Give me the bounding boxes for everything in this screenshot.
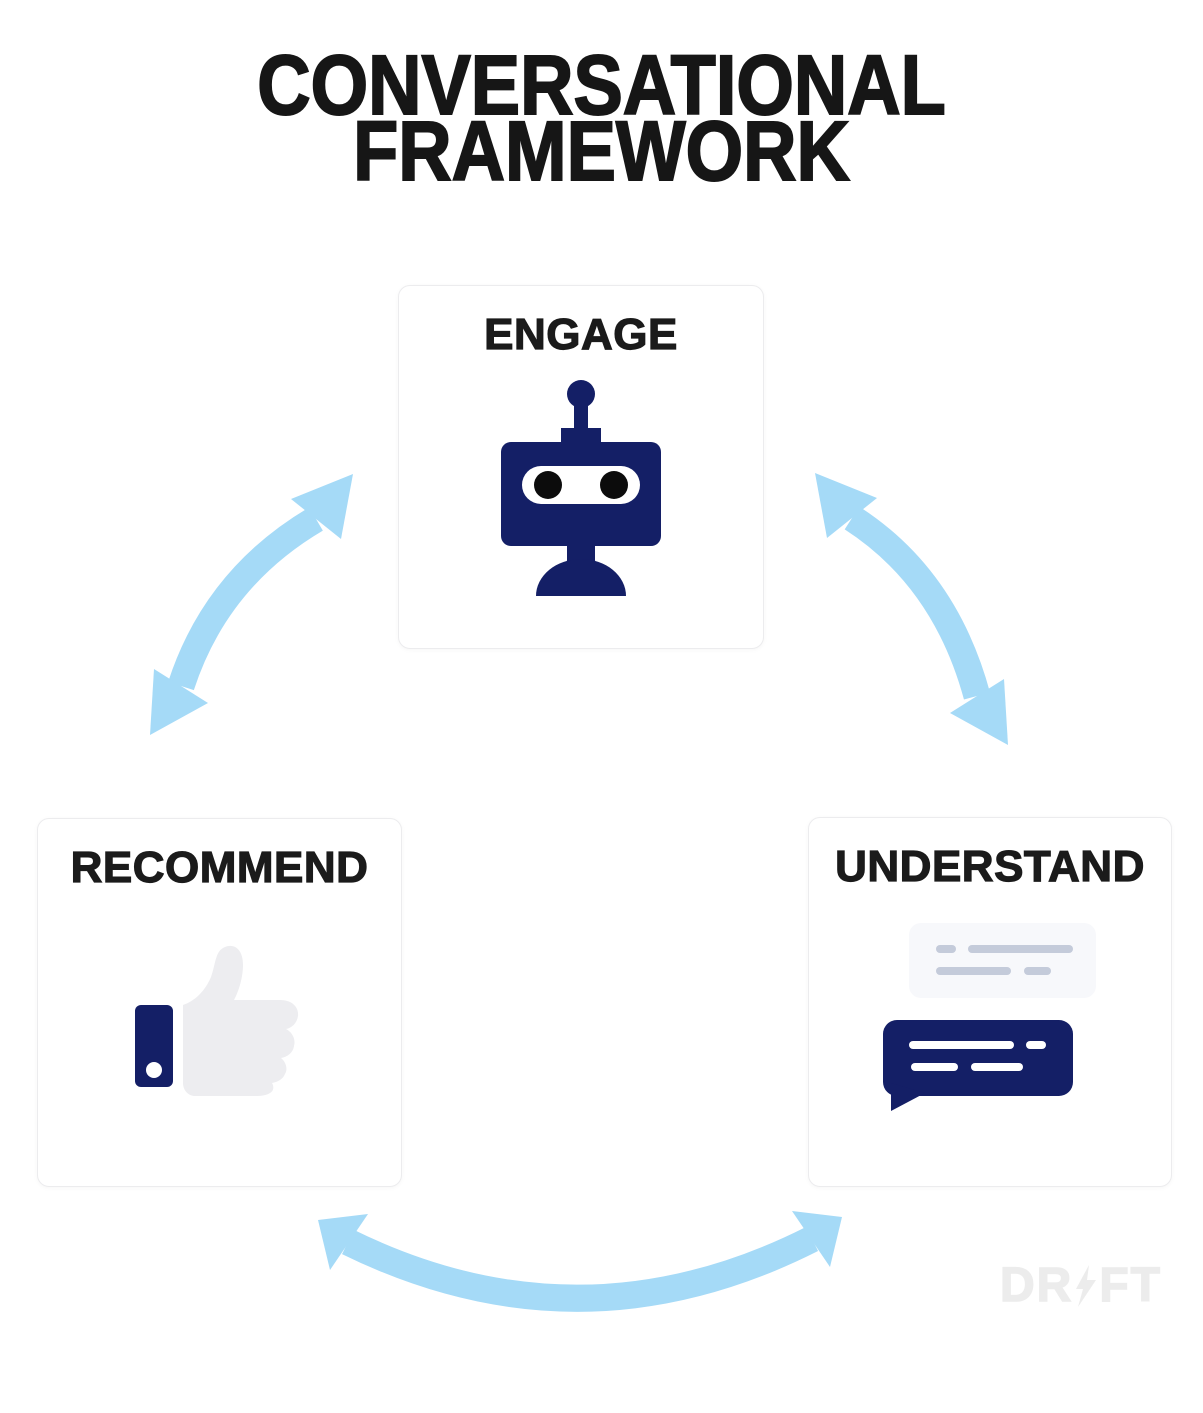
page-title: CONVERSATIONAL FRAMEWORK — [0, 38, 1203, 198]
drift-logo-ft: FT — [1099, 1258, 1162, 1313]
arrowhead-up-left — [291, 474, 353, 539]
chat-messages-icon — [882, 923, 1096, 1111]
understand-label: UNDERSTAND — [835, 841, 1145, 891]
arrowhead-down-left — [150, 669, 208, 735]
arrowhead-up-right — [815, 473, 877, 538]
recommend-label: RECOMMEND — [70, 842, 369, 892]
arrowhead-bottom-right — [792, 1211, 842, 1267]
arrow-engage-understand-shaft — [844, 506, 991, 700]
robot-chatbot-icon — [501, 380, 661, 596]
engage-label: ENGAGE — [484, 309, 678, 359]
arrowhead-bottom-left — [318, 1214, 368, 1270]
lightning-bolt-icon — [1076, 1264, 1097, 1307]
drift-logo-dr: DR — [999, 1258, 1074, 1313]
arrowhead-down-right — [950, 679, 1008, 745]
arrow-recommend-understand-shaft — [342, 1226, 819, 1312]
drift-logo: DR FT — [999, 1258, 1162, 1313]
engage-card: ENGAGE — [398, 285, 764, 649]
arrow-engage-recommend-shaft — [168, 507, 323, 691]
thumbs-up-icon — [134, 945, 298, 1096]
title-line-1: CONVERSATIONAL — [256, 38, 946, 132]
title-line-2: FRAMEWORK — [352, 104, 851, 198]
understand-card: UNDERSTAND — [808, 817, 1172, 1187]
recommend-card: RECOMMEND — [37, 818, 402, 1187]
